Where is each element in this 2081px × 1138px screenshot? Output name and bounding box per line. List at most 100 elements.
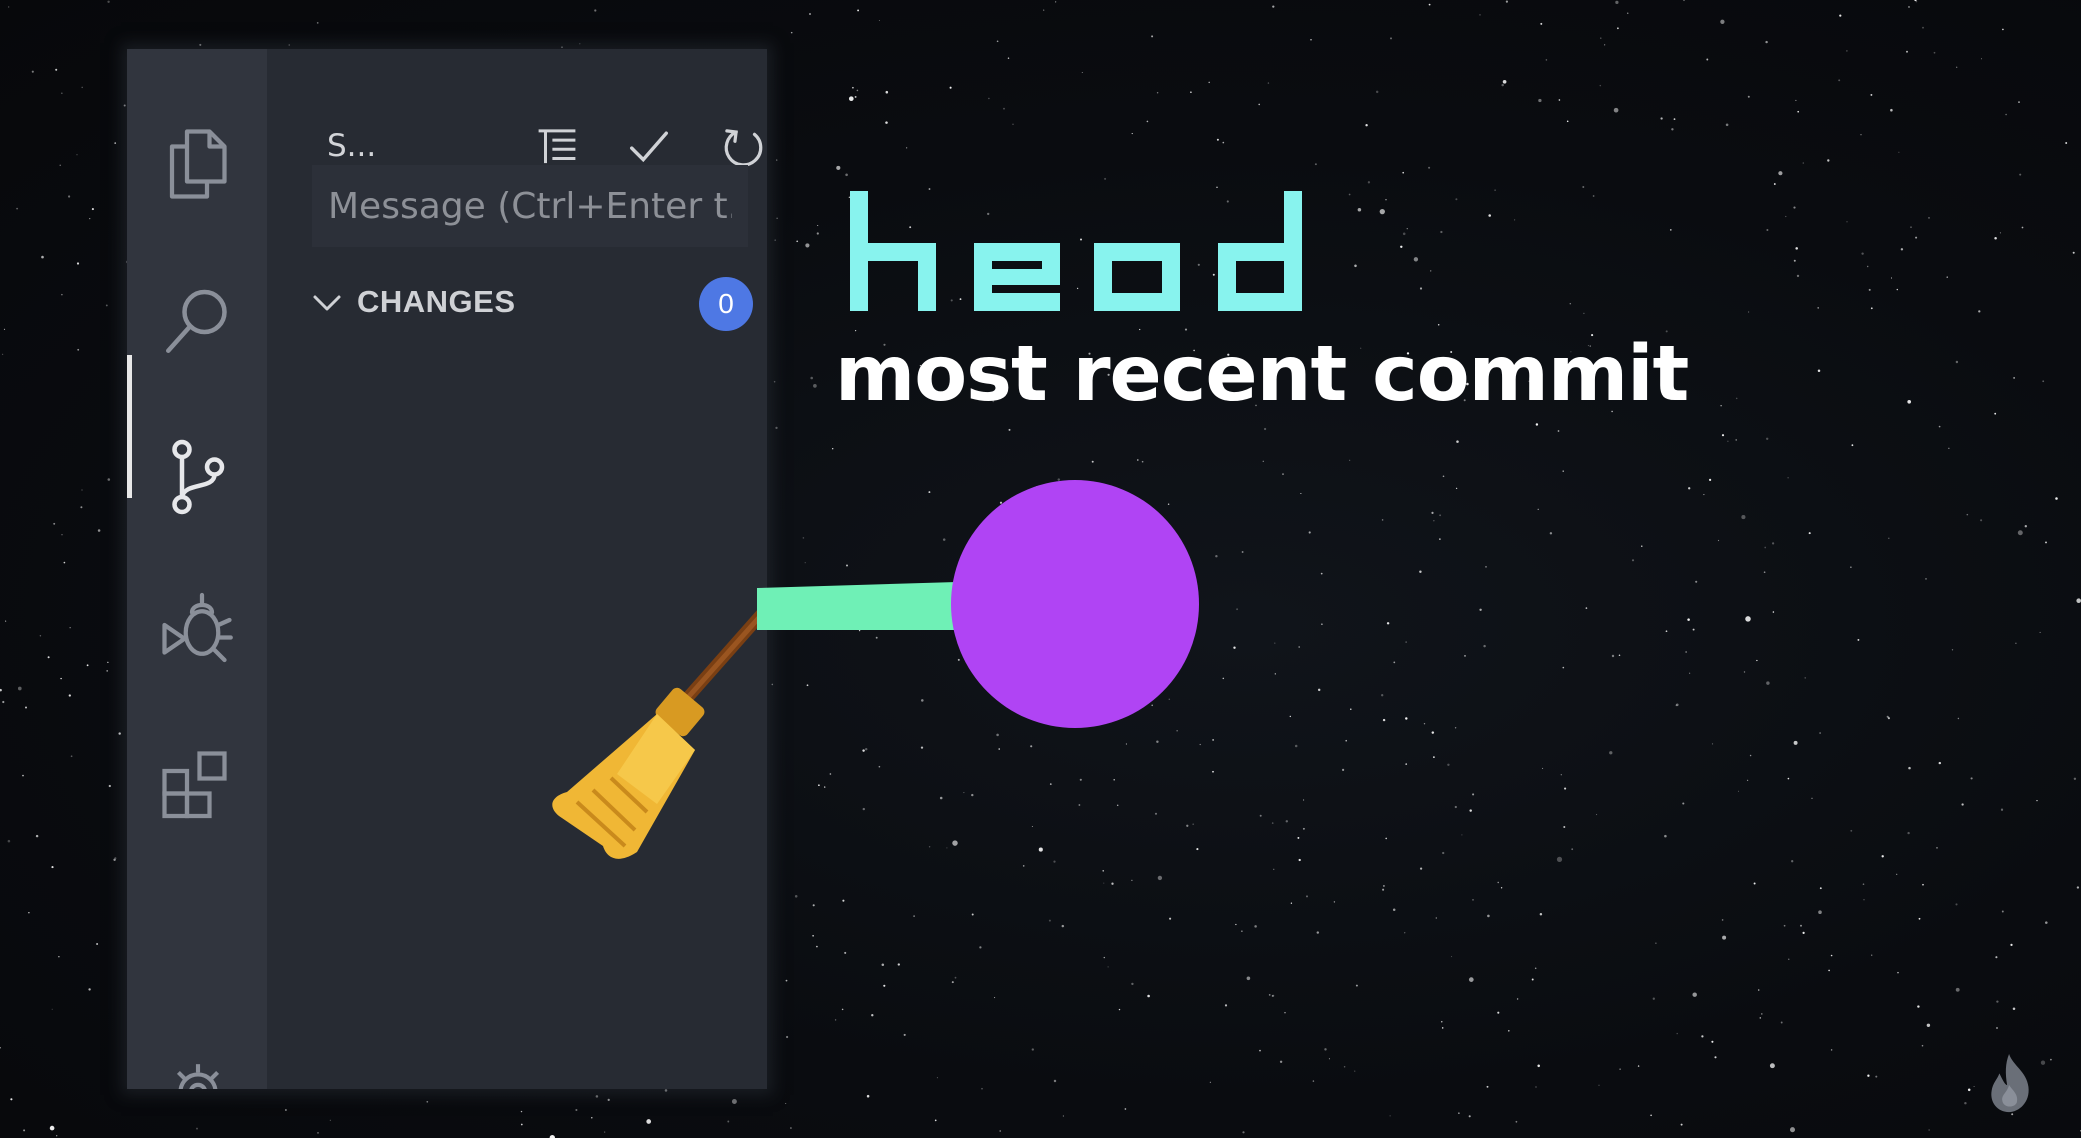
star bbox=[1562, 666, 1565, 669]
star bbox=[1534, 967, 1537, 970]
star bbox=[2076, 886, 2080, 889]
star bbox=[1795, 247, 1798, 250]
star bbox=[1012, 123, 1014, 125]
commit-message-input[interactable] bbox=[312, 165, 748, 247]
star bbox=[1617, 27, 1619, 30]
star bbox=[1571, 848, 1574, 851]
star bbox=[1763, 571, 1766, 574]
settings-gear-icon[interactable] bbox=[165, 1059, 231, 1089]
star bbox=[1793, 259, 1796, 262]
star bbox=[1910, 226, 1912, 228]
star bbox=[646, 1119, 652, 1124]
active-indicator bbox=[127, 355, 132, 498]
star bbox=[1433, 520, 1435, 522]
star bbox=[1860, 134, 1862, 136]
star bbox=[1440, 230, 1443, 234]
star bbox=[1385, 199, 1387, 201]
star bbox=[1468, 1115, 1471, 1118]
star bbox=[1508, 1030, 1510, 1032]
star bbox=[561, 46, 563, 49]
broom-icon bbox=[552, 598, 767, 859]
star bbox=[1800, 924, 1802, 927]
star bbox=[1545, 59, 1548, 61]
star bbox=[1682, 802, 1685, 805]
star bbox=[1196, 848, 1199, 851]
star bbox=[1258, 103, 1260, 106]
star bbox=[1673, 118, 1676, 120]
commit-check-icon[interactable] bbox=[621, 119, 677, 175]
extensions-icon[interactable] bbox=[149, 738, 245, 834]
star bbox=[1212, 273, 1215, 276]
star bbox=[1582, 186, 1585, 188]
star bbox=[1978, 310, 1981, 313]
star bbox=[928, 491, 931, 494]
star bbox=[2001, 910, 2004, 913]
view-as-tree-icon[interactable] bbox=[529, 119, 585, 175]
star bbox=[1030, 745, 1033, 748]
star bbox=[832, 448, 834, 450]
star bbox=[2010, 943, 2013, 947]
star bbox=[1611, 654, 1615, 658]
star bbox=[1216, 138, 1219, 141]
star bbox=[802, 537, 805, 539]
star bbox=[63, 561, 66, 564]
star bbox=[1887, 717, 1890, 720]
star bbox=[845, 173, 848, 177]
star bbox=[1450, 351, 1453, 353]
star bbox=[53, 522, 56, 525]
chevron-down-icon[interactable] bbox=[307, 283, 347, 323]
star bbox=[1124, 1108, 1127, 1110]
star bbox=[1289, 715, 1291, 718]
star bbox=[1451, 956, 1453, 958]
star bbox=[1764, 546, 1767, 549]
source-control-title: S... bbox=[327, 128, 377, 164]
star bbox=[1802, 162, 1805, 164]
files-icon[interactable] bbox=[149, 116, 245, 212]
star bbox=[1631, 559, 1635, 562]
star bbox=[854, 95, 857, 98]
star bbox=[5, 620, 7, 622]
star bbox=[1284, 1012, 1286, 1014]
star bbox=[1587, 345, 1589, 347]
star bbox=[1862, 883, 1865, 886]
search-icon[interactable] bbox=[149, 274, 245, 370]
star bbox=[1381, 694, 1384, 697]
refresh-icon[interactable] bbox=[715, 119, 767, 175]
star bbox=[1428, 166, 1431, 169]
changes-section-header[interactable]: CHANGES 0 bbox=[267, 271, 767, 339]
star bbox=[1908, 766, 1911, 770]
star bbox=[921, 699, 924, 702]
star bbox=[848, 196, 851, 199]
star bbox=[1685, 651, 1687, 653]
star bbox=[1298, 858, 1301, 862]
star bbox=[1611, 410, 1613, 413]
star bbox=[1306, 895, 1308, 898]
star bbox=[996, 40, 999, 43]
debug-icon[interactable] bbox=[149, 582, 245, 678]
star bbox=[963, 792, 965, 794]
star bbox=[873, 364, 875, 367]
star bbox=[1618, 654, 1621, 656]
star bbox=[1103, 956, 1106, 959]
star bbox=[1955, 987, 1960, 992]
star bbox=[1701, 1035, 1704, 1038]
star bbox=[2011, 1113, 2014, 1116]
star bbox=[329, 1119, 331, 1121]
star bbox=[1720, 19, 1725, 24]
source-control-icon[interactable] bbox=[149, 429, 245, 525]
star bbox=[1494, 189, 1496, 191]
star bbox=[979, 946, 982, 949]
star bbox=[1766, 229, 1769, 231]
star bbox=[1402, 171, 1404, 174]
star bbox=[3, 328, 6, 331]
star bbox=[1956, 66, 1958, 68]
star bbox=[1118, 1008, 1121, 1011]
star bbox=[1382, 718, 1386, 722]
star bbox=[1727, 440, 1729, 442]
star bbox=[878, 765, 881, 768]
star bbox=[1938, 425, 1941, 428]
star bbox=[1846, 50, 1848, 52]
star bbox=[871, 1014, 874, 1017]
star bbox=[1531, 978, 1534, 981]
star bbox=[818, 784, 820, 787]
